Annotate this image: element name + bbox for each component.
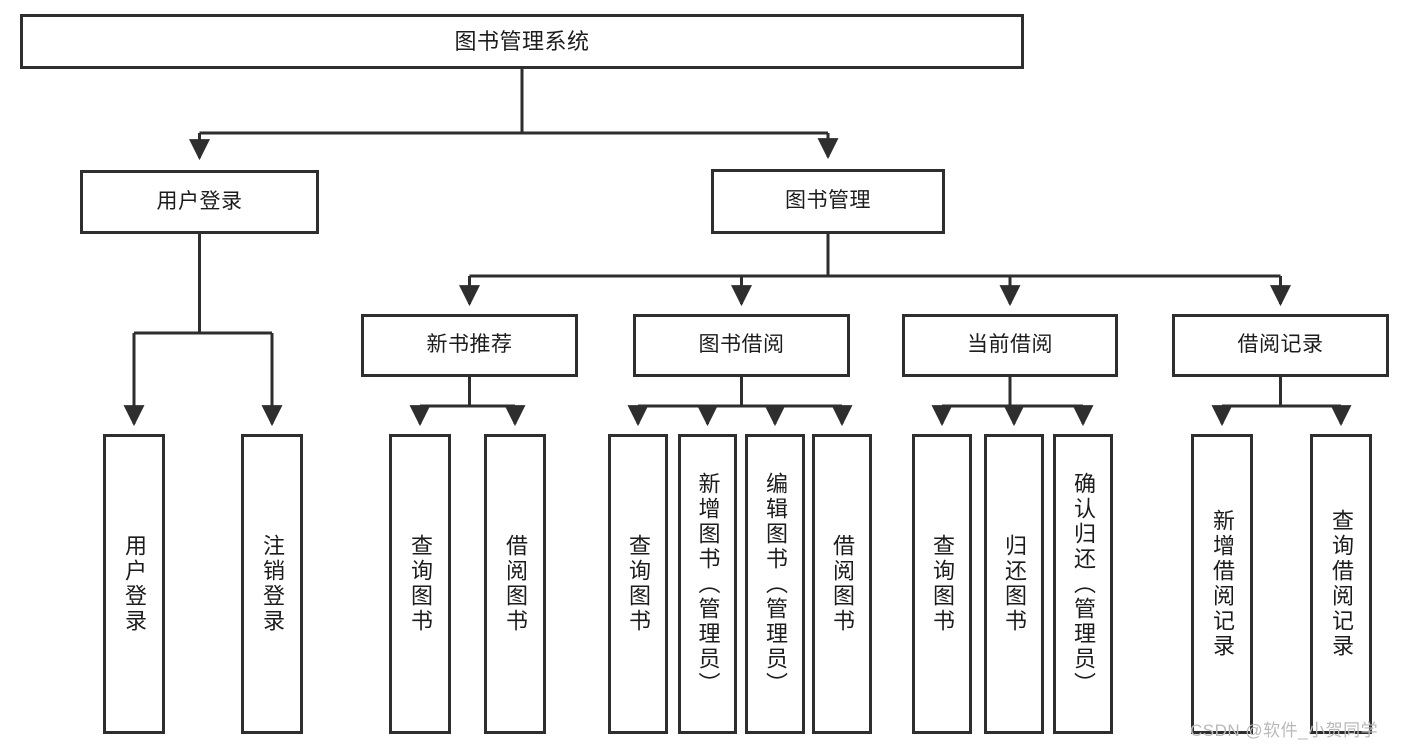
leaf-cur-confirm-return-admin[interactable]: 确认归还（管理员）	[1053, 434, 1113, 734]
node-label: 当前借阅	[967, 333, 1053, 357]
node-book-management[interactable]: 图书管理	[711, 169, 945, 234]
node-root-system[interactable]: 图书管理系统	[20, 14, 1024, 69]
node-label: 编辑图书（管理员）	[763, 471, 788, 697]
node-current-borrow[interactable]: 当前借阅	[902, 314, 1118, 377]
node-label: 查询借阅记录	[1329, 509, 1354, 659]
leaf-borrow-edit-book-admin[interactable]: 编辑图书（管理员）	[745, 434, 805, 734]
leaf-borrow-borrow-book[interactable]: 借阅图书	[812, 434, 872, 734]
node-label: 借阅图书	[830, 534, 855, 634]
node-book-borrow[interactable]: 图书借阅	[633, 314, 850, 377]
node-label: 新增借阅记录	[1210, 509, 1235, 659]
node-label: 图书管理系统	[454, 28, 590, 54]
leaf-borrow-query-book[interactable]: 查询图书	[608, 434, 668, 734]
node-label: 图书借阅	[698, 333, 785, 357]
node-borrow-records[interactable]: 借阅记录	[1172, 314, 1389, 377]
node-label: 注销登录	[260, 534, 285, 634]
leaf-cur-return-book[interactable]: 归还图书	[984, 434, 1044, 734]
node-label: 借阅记录	[1237, 333, 1324, 357]
node-label: 查询图书	[408, 534, 433, 634]
node-label: 借阅图书	[503, 534, 528, 634]
node-label: 用户登录	[156, 189, 243, 213]
node-new-book-recommend[interactable]: 新书推荐	[361, 314, 578, 377]
leaf-rec-query-record[interactable]: 查询借阅记录	[1310, 434, 1372, 734]
node-label: 用户登录	[122, 534, 147, 634]
node-label: 查询图书	[930, 534, 955, 634]
node-label: 归还图书	[1002, 534, 1027, 634]
leaf-rec-query-book[interactable]: 查询图书	[389, 434, 451, 734]
node-label: 确认归还（管理员）	[1071, 471, 1096, 697]
node-user-login[interactable]: 用户登录	[80, 170, 319, 234]
leaf-cur-query-book[interactable]: 查询图书	[912, 434, 972, 734]
leaf-user-login-action[interactable]: 用户登录	[103, 434, 165, 734]
leaf-user-logout-action[interactable]: 注销登录	[241, 434, 303, 734]
node-label: 新增图书（管理员）	[695, 471, 721, 697]
leaf-borrow-add-book-admin[interactable]: 新增图书（管理员）	[678, 434, 737, 734]
node-label: 图书管理	[785, 189, 871, 213]
leaf-rec-borrow-book[interactable]: 借阅图书	[484, 434, 546, 734]
csdn-watermark: CSDN @软件_小贺同学	[1190, 721, 1379, 740]
node-label: 查询图书	[626, 534, 651, 634]
node-label: 新书推荐	[426, 333, 513, 357]
leaf-rec-add-record[interactable]: 新增借阅记录	[1191, 434, 1253, 734]
